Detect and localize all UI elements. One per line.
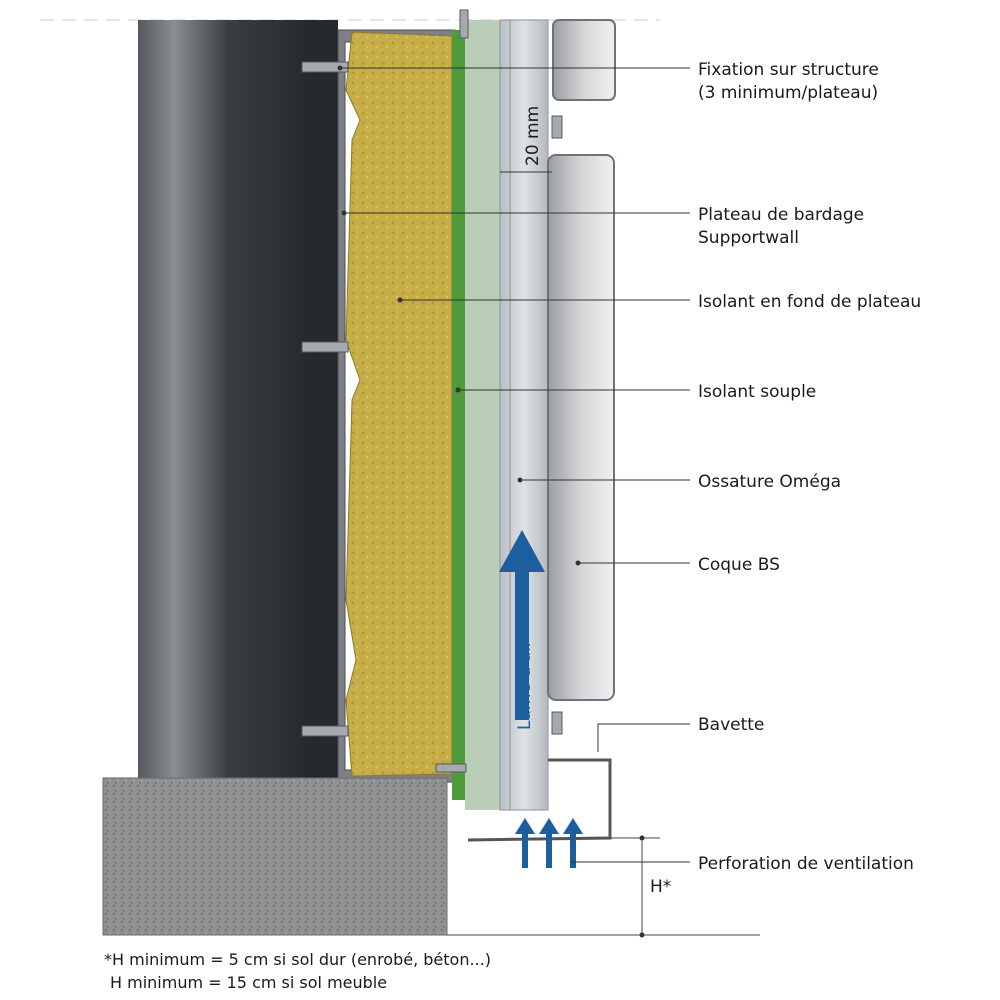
label-coque: Coque BS [698, 555, 780, 575]
ventilation-arrow-1 [515, 818, 535, 868]
label-fixation-line1: Fixation sur structure [698, 60, 879, 80]
ventilation-arrow-3 [563, 818, 583, 868]
concrete-base [102, 777, 448, 936]
footnote-line1: *H minimum = 5 cm si sol dur (enrobé, bé… [104, 950, 491, 969]
h-dimension-dot-bottom [639, 932, 645, 938]
screw-tray-bottom [435, 763, 467, 773]
drip-flashing [467, 758, 612, 842]
label-isolant-fond: Isolant en fond de plateau [698, 292, 921, 312]
label-plateau-line1: Plateau de bardage [698, 205, 864, 225]
shell-upper [552, 19, 616, 101]
label-bavette: Bavette [698, 715, 764, 735]
flexible-insulation [452, 30, 465, 800]
label-ossature: Ossature Oméga [698, 472, 841, 492]
steel-column [138, 20, 338, 780]
screw-shell-bottom [551, 711, 563, 735]
column-flange [316, 20, 338, 780]
screw-shell-top [551, 115, 563, 139]
label-fixation-line2: (3 minimum/plateau) [698, 83, 878, 103]
airflow-arrow-main [499, 530, 545, 720]
screw-middle [301, 341, 349, 353]
ventilation-arrow-2 [539, 818, 559, 868]
label-plateau-line2: Supportwall [698, 228, 799, 248]
h-marker: H* [650, 877, 671, 897]
leader-bavette [597, 723, 690, 752]
insulation-tray-fill [345, 31, 453, 777]
dimension-20mm: 20 mm [523, 106, 543, 166]
footnote-line2: H minimum = 15 cm si sol meuble [110, 973, 388, 992]
label-isolant-souple: Isolant souple [698, 382, 816, 402]
h-dimension-dot-top [639, 835, 645, 841]
label-perforation: Perforation de ventilation [698, 854, 914, 874]
screw-top [301, 61, 349, 73]
screw-tray-top [459, 9, 469, 39]
screw-bottom [301, 725, 349, 737]
shell-main [547, 154, 615, 701]
air-gap-label: Lame d'air [515, 640, 535, 730]
